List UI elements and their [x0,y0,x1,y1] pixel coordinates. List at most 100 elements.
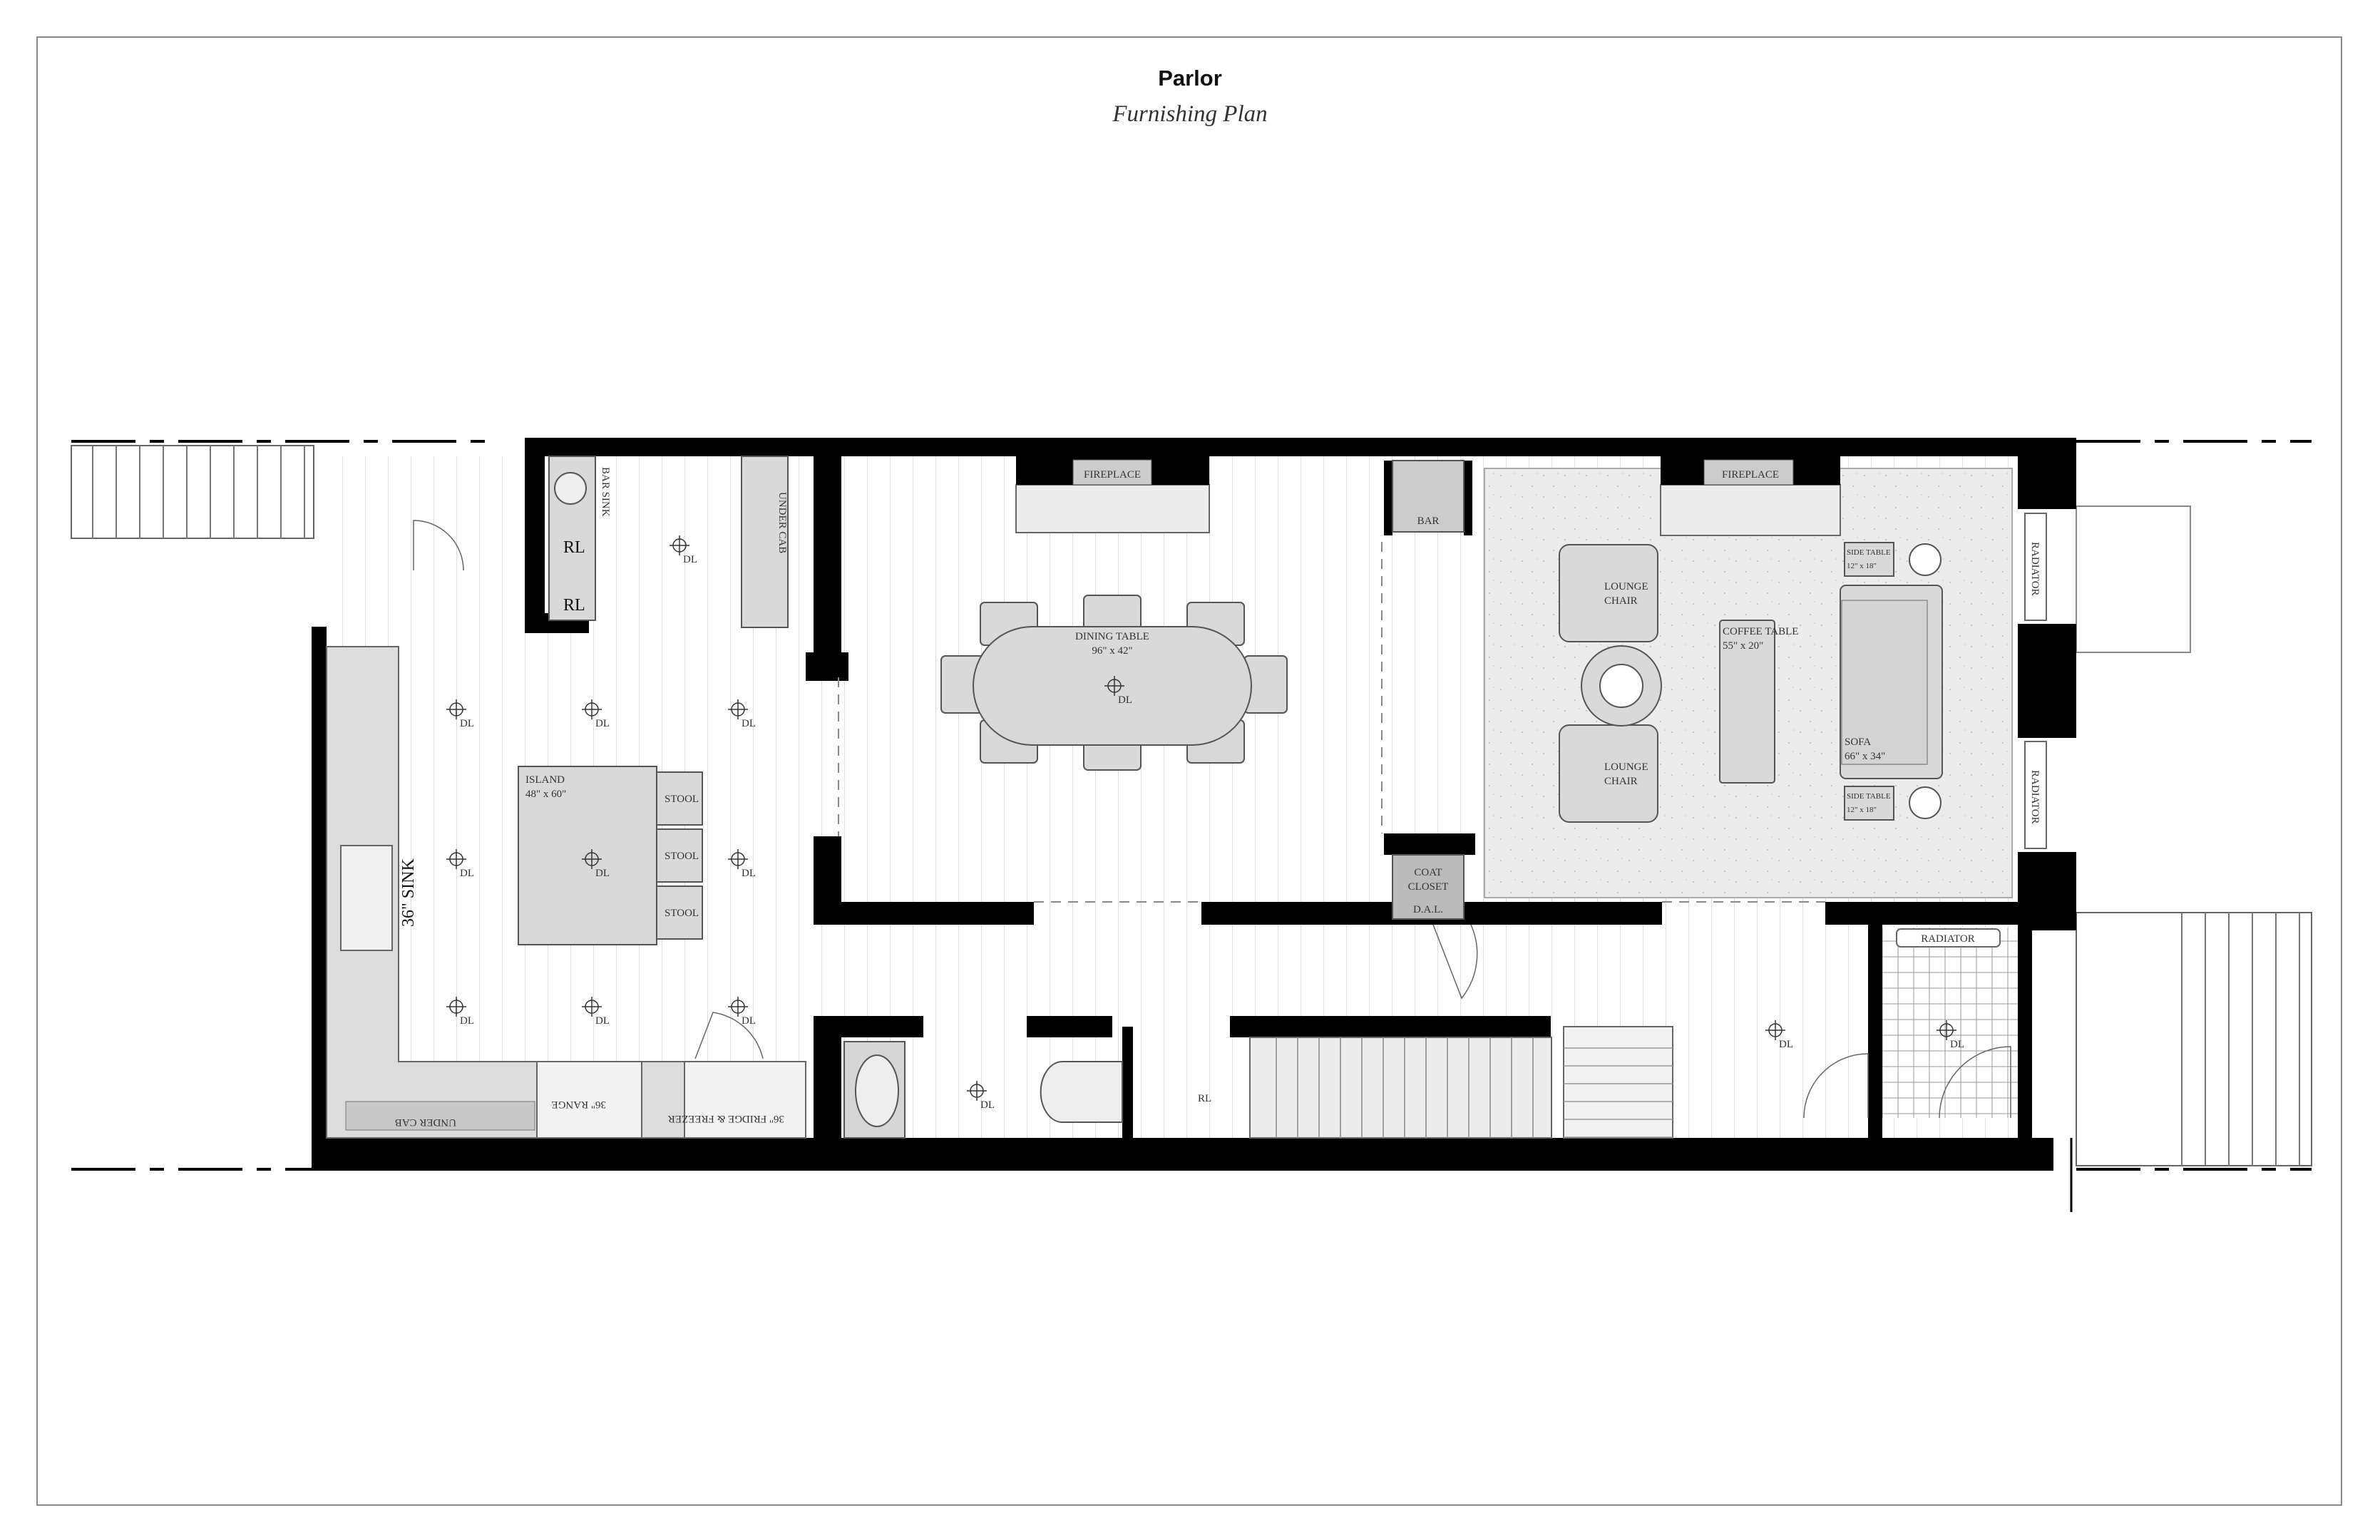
bar-sink-counter: BAR SINK RL RL [548,456,611,621]
sofa-label: SOFA [1845,736,1871,748]
rl-label: RL [563,596,585,615]
door-swing [694,1012,764,1059]
sheet-subtitle: Furnishing Plan [1112,101,1268,127]
lamp-icon [1909,786,1942,819]
exterior-stairs-right [2076,505,2312,1166]
lounge-chair-label: LOUNGE [1604,581,1648,592]
coffee-table-size: 55" x 20" [1723,640,1763,652]
downlight-icon: DL [1937,1020,1964,1050]
radiator: RADIATOR [2024,513,2047,621]
dining-fireplace: FIREPLACE [1015,456,1210,533]
lounge-chair-label: LOUNGE [1604,761,1648,773]
downlight-icon: DL [446,699,474,729]
downlight-icon: DL [582,699,610,729]
lounge-chair-label: CHAIR [1604,595,1638,607]
downlight-icon: DL [446,849,474,879]
fridge-label: 36" FRIDGE & FREEZER [668,1113,784,1124]
downlight-icon: DL [670,535,697,565]
sheet-border [36,36,2342,1506]
sink-label: 36" SINK [399,858,418,927]
downlight-label: DL [742,1015,756,1027]
basin [855,1054,899,1127]
lamp-icon [1909,543,1942,576]
stool [656,771,703,826]
downlight-icon: DL [728,849,756,879]
downlight-label: DL [460,1015,474,1027]
dining-table-size: 96" x 42" [1092,645,1132,657]
downlight-icon: DL [967,1081,995,1111]
dal-label: D.A.L. [1413,904,1443,915]
downlight-label: DL [1779,1039,1793,1050]
door-swing [1803,1053,1869,1119]
sofa: SOFA 66" x 34" [1840,585,1943,779]
downlight-icon: DL [728,997,756,1027]
downlight-label: DL [460,718,474,729]
interior-stairs [1249,1026,1673,1139]
side-table-size: 12" x 18" [1847,806,1877,814]
downlight-icon: DL [582,997,610,1027]
side-table: SIDE TABLE 12" x 18" [1844,786,1942,821]
sofa-size: 66" x 34" [1845,751,1885,762]
bar-sink-bowl [554,472,587,505]
toilet [1040,1061,1123,1123]
round-side-table [1581,645,1662,727]
downlight-icon: DL [1765,1020,1793,1050]
radiator-label: RADIATOR [2029,770,2041,824]
door-swing [413,520,464,571]
coffee-table-label: COFFEE TABLE [1723,626,1798,637]
lounge-chair: LOUNGE CHAIR [1559,724,1658,823]
coat-closet-label: CLOSET [1408,881,1449,893]
rl-label: RL [563,538,585,557]
door-swing [1432,924,1478,1000]
bar-sink-label: BAR SINK [600,467,611,517]
downlight-label: DL [595,868,610,879]
downlight-label: DL [1118,694,1132,706]
coat-closet: COAT CLOSET D.A.L. [1392,854,1465,920]
stool [656,828,703,883]
doors [413,520,2011,1119]
range-label: 36" RANGE [551,1099,606,1110]
downlight-icon: DL [582,849,610,879]
sink [340,845,393,951]
downlight-label: DL [460,868,474,879]
fireplace-label: FIREPLACE [1084,469,1141,481]
under-cab-label: UNDER CAB [776,492,788,553]
downlight-label: DL [1950,1039,1964,1050]
coffee-table: COFFEE TABLE 55" x 20" [1719,620,1798,784]
side-table-label: SIDE TABLE [1847,548,1891,557]
under-cabinet-upper: UNDER CAB [741,456,789,628]
bar-label: BAR [1417,515,1440,527]
side-table-size: 12" x 18" [1847,562,1877,570]
powder-room: RL [843,1041,1211,1139]
downlight-label: DL [683,554,697,565]
walls [312,438,2076,1171]
sheet-title: Parlor [1158,66,1222,91]
island-size: 48" x 60" [525,789,566,800]
vestibule-tile [1880,928,2018,1118]
downlight-label: DL [742,868,756,879]
radiator-label: RADIATOR [2029,542,2041,596]
side-table: SIDE TABLE 12" x 18" [1844,542,1942,577]
downlight-label: DL [980,1099,995,1111]
stool [656,885,703,940]
downlight-label: DL [595,1015,610,1027]
stool-label: STOOL [665,908,699,919]
island-label: ISLAND [525,774,565,786]
living-fireplace: FIREPLACE [1660,456,1841,536]
lounge-chair-label: CHAIR [1604,776,1638,787]
kitchen-counter: 36" SINK UNDER CAB 36" RANGE 36" FRIDGE … [326,646,806,1139]
exterior-stairs-left [71,445,314,539]
under-cabinet-lower [345,1101,535,1131]
door-swing [1939,1046,2011,1119]
bar: BAR [1392,460,1465,533]
radiator: RADIATOR [2024,741,2047,849]
under-cab-label: UNDER CAB [395,1116,456,1128]
downlight-icon: DL [446,997,474,1027]
stool-label: STOOL [665,794,699,805]
downlight-icon: DL [1104,676,1132,706]
range [536,1061,642,1139]
radiator-label: RADIATOR [1921,933,1975,945]
downlight-label: DL [742,718,756,729]
